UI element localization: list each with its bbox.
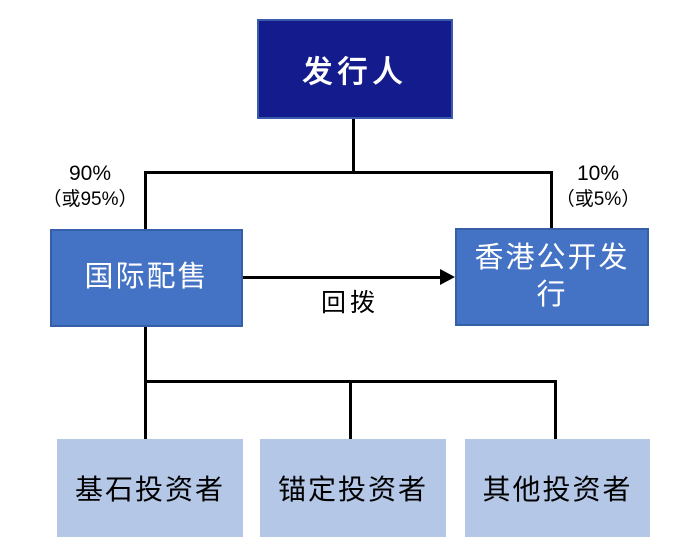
node-hk-public-offering-label: 香港公开发行 [474,241,630,311]
label-right-percentage-main: 10% [576,162,620,185]
node-anchor-investors: 锚定投资者 [260,439,446,537]
label-left-percentage: 90% （或95%） [33,161,147,213]
node-issuer-label: 发行人 [302,56,408,89]
node-anchor-investors-label: 锚定投资者 [277,475,428,506]
connector-to-cornerstone [144,380,147,439]
connector-to-other [554,380,557,439]
node-cornerstone-investors: 基石投资者 [57,439,243,537]
label-right-percentage-alt: （或5%） [555,189,641,210]
clawback-arrowhead-icon [440,269,455,285]
label-left-percentage-main: 90% [68,162,112,185]
node-other-investors-label: 其他投资者 [482,475,633,506]
node-international-placement: 国际配售 [50,229,243,327]
connector-to-international [144,171,147,229]
node-other-investors: 其他投资者 [465,439,650,537]
connector-international-down [144,327,147,383]
node-hk-public-offering: 香港公开发行 [455,228,649,326]
connector-to-anchor [349,380,352,439]
connector-top-horizontal [144,171,553,174]
label-right-percentage: 10% （或5%） [548,161,648,213]
label-left-percentage-alt: （或95%） [42,189,138,210]
node-cornerstone-investors-label: 基石投资者 [74,475,225,506]
node-international-placement-label: 国际配售 [84,261,209,294]
node-issuer: 发行人 [257,19,453,119]
label-clawback: 回拨 [320,290,379,317]
connector-issuer-down [352,119,355,174]
clawback-arrow-line [243,276,442,279]
connector-to-hk-public [550,171,553,228]
